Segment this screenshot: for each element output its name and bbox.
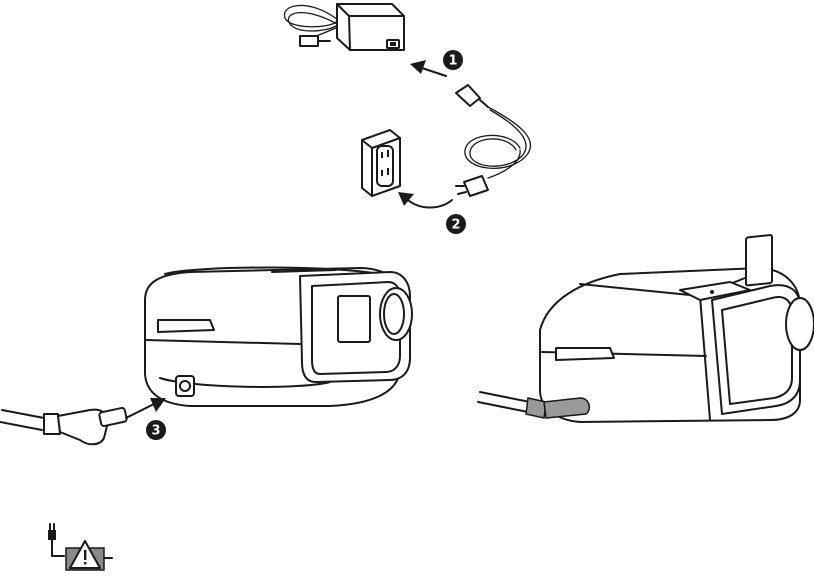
step-3-number: 3 [151, 424, 160, 439]
arrow-to-power-supply [410, 60, 446, 76]
wall-outlet-icon [362, 130, 400, 196]
step-2-number: 2 [451, 218, 460, 233]
cpap-device-connected [540, 235, 814, 422]
power-supply-icon [284, 4, 404, 50]
cpap-device-icon [145, 268, 412, 407]
power-adapter-warning-icon [48, 524, 112, 570]
arrow-to-outlet [398, 192, 452, 208]
power-cord-icon [456, 85, 531, 196]
step-1-number: 1 [448, 54, 457, 69]
step-1-badge: 1 [443, 50, 463, 70]
step-2-badge: 2 [446, 214, 466, 234]
step-3-badge: 3 [146, 420, 166, 440]
arrow-to-device-port [126, 398, 166, 418]
device-power-cable-left [0, 407, 127, 444]
